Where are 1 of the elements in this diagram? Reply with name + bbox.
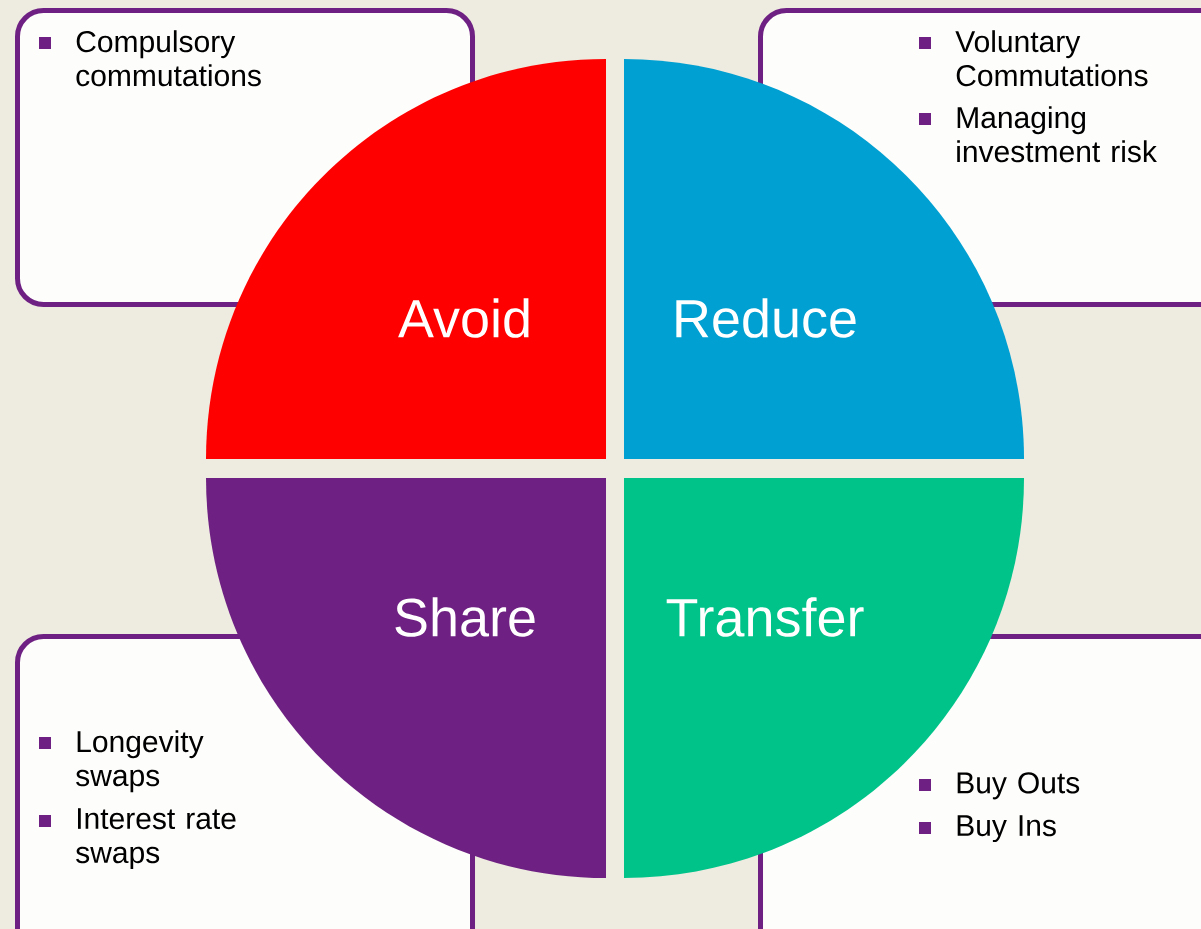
bullet-item: Longevity swaps — [39, 730, 204, 793]
